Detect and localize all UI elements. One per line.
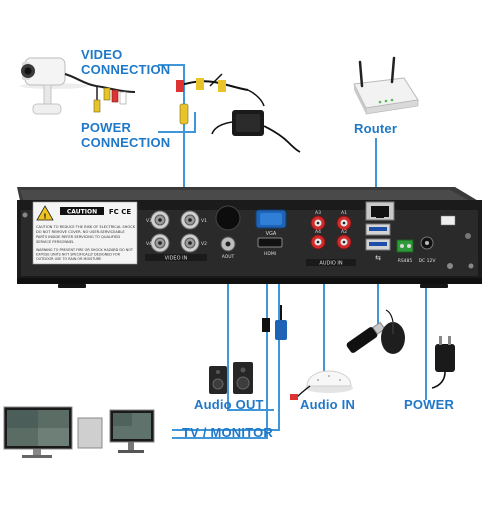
security-camera-icon [20,57,88,115]
bnc-port-label: V3 [146,218,152,224]
caution-text: CAUTION TO REDUCE THE RISK OF ELECTRICAL… [36,225,136,244]
extension-cable [176,73,265,125]
rca-jack: A1 [336,210,352,231]
camera-cable [64,73,136,113]
warning-text-line: OUTDOOR USE TO RAIN OR MOISTURE [36,257,101,261]
power-label: POWER [404,397,455,412]
lan-port [365,201,395,221]
power-supply-icon [431,336,455,389]
rca-port-label: A4 [315,229,321,235]
audio-in-panel-label: AUDIO IN [319,261,342,267]
audio-out-port: AOUT [220,236,236,260]
power-connection-label: POWER CONNECTION [81,121,170,149]
svg-text:!: ! [43,213,46,221]
router-icon [353,56,419,115]
ground-screw [440,215,456,269]
vga-label: VGA [266,231,277,237]
router-label: Router [354,121,398,136]
caution-text-line: CAUTION TO REDUCE THE RISK OF ELECTRICAL… [36,225,136,229]
usb-icon: ⇆ [375,254,381,262]
rs485-label: RS485 [398,258,413,264]
caution-text-line: PARTS INSIDE REFER SERVICING TO QUALIFIE… [36,235,120,239]
video-connection-line-1: VIDEO [81,47,123,62]
audio-in-label: Audio IN [300,397,356,412]
tv-monitor-label: TV / MONITOR [182,425,273,440]
power-connection-line-2: CONNECTION [81,135,171,150]
warning-text-line: EXPOSE UNITS NOT SPECIFICALLY DESIGNED F… [36,253,121,257]
power-adapter-icon [211,110,301,153]
caution-label: ! CAUTION FC CE CAUTION TO REDUCE THE RI… [32,201,138,265]
usb-flash-drive-icon [346,321,386,353]
caution-text-line: DO NOT REMOVE COVER. NO USER-SERVICEABLE [36,230,125,234]
caution-title: CAUTION [67,209,97,216]
audio-out-label: Audio OUT [194,397,264,412]
vga-cable [275,305,287,340]
fan-vent [215,205,241,231]
dc12v-label: DC 12V [419,258,437,264]
bnc-connector: V2 [180,233,207,253]
video-connection-label: VIDEO CONNECTION [81,48,170,76]
warning-text-line: WARNING TO PREVENT FIRE OR SHOCK HAZARD … [36,248,134,252]
power-connection-line-1: POWER [81,120,132,135]
bnc-connector: V1 [180,210,207,230]
aout-label: AOUT [222,254,235,260]
hdmi-label: HDMI [264,251,276,257]
speaker-icon [209,362,253,394]
bnc-port-label: V4 [146,241,152,247]
rca-jack: A2 [336,229,352,250]
tv-icon [77,409,155,453]
microphone-icon [290,370,353,400]
rca-port-label: A1 [341,210,347,216]
bnc-connector: V3 [146,210,170,230]
rca-port-label: A3 [315,210,321,216]
mouse-icon [381,309,405,354]
vga-port: VGA [255,209,287,237]
rs485-terminal: RS485 [396,239,414,264]
usb-ports: ⇆ [365,223,391,262]
bnc-port-label: V1 [201,218,207,224]
rca-jack: A4 [310,229,326,250]
bnc-port-label: V2 [201,241,207,247]
rca-port-label: A2 [341,229,347,235]
dc-power-jack: DC 12V [419,236,437,264]
hdmi-port: HDMI [257,237,283,257]
rca-jack: A3 [310,210,326,231]
video-connection-line-2: CONNECTION [81,62,171,77]
hdmi-cable [262,318,270,332]
bnc-connector: V4 [146,233,170,253]
monitor-icon [3,406,73,458]
fcc-ce-marks: FC CE [109,208,131,216]
video-in-label: VIDEO IN [165,256,188,262]
caution-text-line: SERVICE PERSONNEL [36,240,74,244]
warning-text: WARNING TO PREVENT FIRE OR SHOCK HAZARD … [36,248,134,261]
